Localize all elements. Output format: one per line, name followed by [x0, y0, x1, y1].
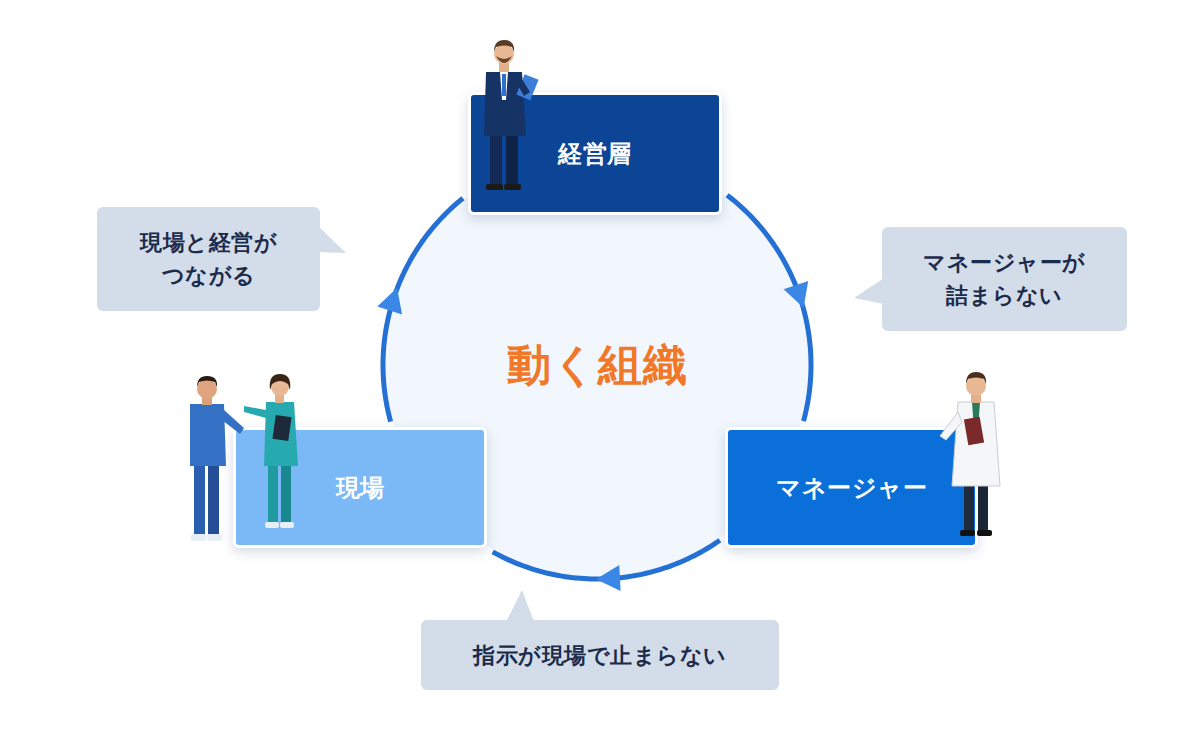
callout-tail [854, 278, 884, 304]
arrow-head [377, 288, 402, 315]
role-box: 現場 [233, 427, 487, 548]
cycle-arc [383, 198, 463, 421]
figure-hair [494, 40, 514, 52]
figure-head [271, 378, 289, 396]
arrow-head [784, 281, 809, 308]
callout-tail [506, 590, 534, 622]
figure-shoe [977, 530, 992, 536]
figure-arm [244, 406, 266, 418]
center-title: 動く組織 [507, 332, 688, 398]
role-label: 現場 [336, 470, 385, 506]
figure-neck [202, 396, 212, 405]
figure-head [197, 379, 217, 399]
figure-head [966, 376, 986, 396]
callout-text: 現場と経営が つながる [124, 226, 294, 292]
figure-hair [966, 372, 986, 384]
figure-scrubs [190, 404, 226, 466]
figure-neck [971, 394, 981, 403]
callout-box: 指示が現場で止まらない [421, 620, 779, 690]
figure-leg [208, 462, 219, 536]
callout-text: マネージャーが 詰まらない [905, 246, 1105, 312]
figure-leg [194, 462, 205, 536]
role-box: 経営層 [468, 92, 722, 215]
cycle-arc [493, 540, 720, 579]
cycle-arc [727, 195, 811, 421]
arrow-head [596, 565, 621, 591]
figure-hair [270, 374, 291, 390]
figure-hair [197, 376, 217, 387]
callout-tail [318, 226, 346, 253]
role-box: マネージャー [725, 427, 978, 548]
cycle-arrow [377, 198, 463, 421]
role-label: マネージャー [776, 470, 927, 506]
figure-neck [499, 62, 509, 72]
callout-box: 現場と経営が つながる [97, 207, 320, 311]
figure-tie [972, 402, 980, 430]
figure-beard [496, 56, 512, 63]
figure-head [494, 44, 514, 64]
figure-shoe [191, 534, 206, 541]
figure-leg [978, 470, 988, 532]
role-label: 経営層 [558, 136, 632, 172]
cycle-arrow [493, 540, 720, 591]
figure-shoe [207, 534, 222, 541]
figure-neck [275, 394, 284, 403]
cycle-arrow [727, 195, 811, 421]
callout-box: マネージャーが 詰まらない [882, 227, 1127, 331]
callout-text: 指示が現場で止まらない [473, 639, 727, 672]
